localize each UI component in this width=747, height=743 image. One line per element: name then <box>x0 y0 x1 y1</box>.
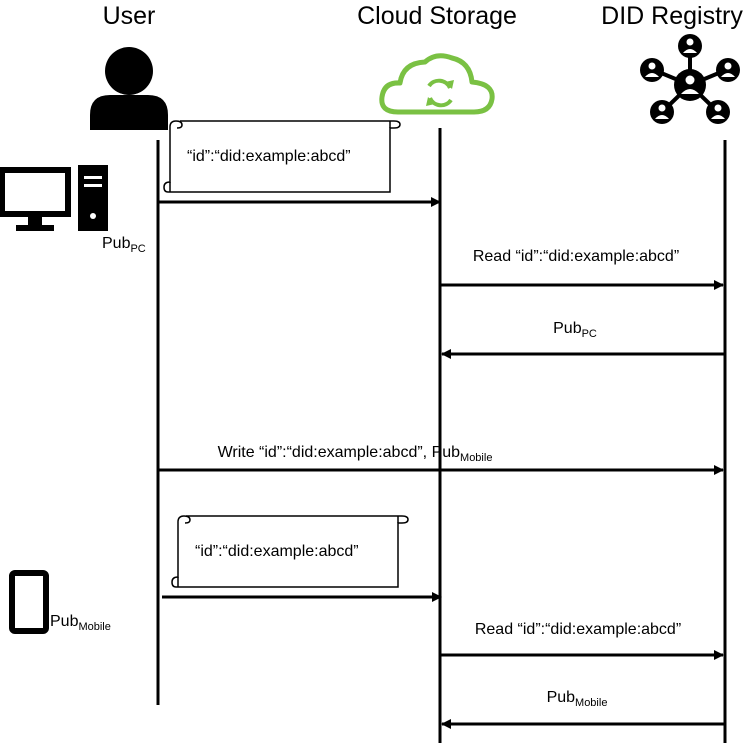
smartphone-icon <box>9 570 49 634</box>
document-1-text: “id”:“did:example:abcd” <box>187 148 351 165</box>
response-message-1-label: PubPC <box>553 320 597 340</box>
response-message-2-label: PubMobile <box>546 689 608 709</box>
write-message-label: Write “id”:“did:example:abcd”, PubMobile <box>217 444 493 464</box>
scroll-document-icon <box>163 120 401 193</box>
network-people-icon <box>640 34 740 124</box>
read-message-2-label: Read “id”:“did:example:abcd” <box>474 621 682 638</box>
pc-public-key-label: PubPC <box>102 235 146 255</box>
cloud-sync-icon <box>379 53 495 115</box>
user-icon <box>90 47 168 130</box>
desktop-pc-icon <box>0 165 108 231</box>
user-actor-title: User <box>102 2 156 30</box>
mobile-public-key-label: PubMobile <box>50 613 111 633</box>
scroll-document-icon <box>171 515 409 588</box>
cloud-actor-title: Cloud Storage <box>357 2 517 30</box>
registry-actor-title: DID Registry <box>601 2 743 30</box>
document-2-text: “id”:“did:example:abcd” <box>195 543 359 560</box>
read-message-1-label: Read “id”:“did:example:abcd” <box>472 248 680 265</box>
